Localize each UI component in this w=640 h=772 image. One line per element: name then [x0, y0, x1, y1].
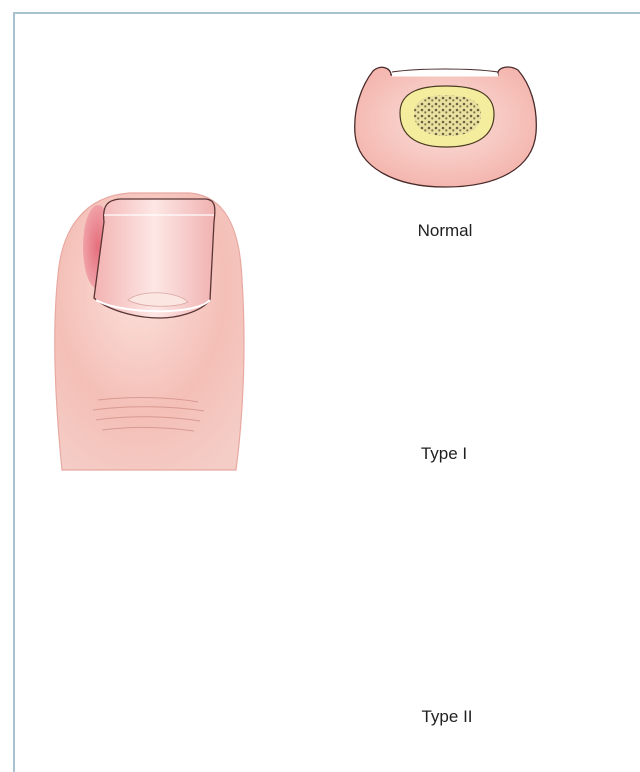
normal-cross-section	[355, 67, 537, 187]
caption-normal: Normal	[375, 221, 515, 241]
caption-type-2: Type II	[377, 707, 517, 727]
caption-type-1: Type I	[374, 444, 514, 464]
big-toe-dorsal-view	[55, 193, 244, 478]
